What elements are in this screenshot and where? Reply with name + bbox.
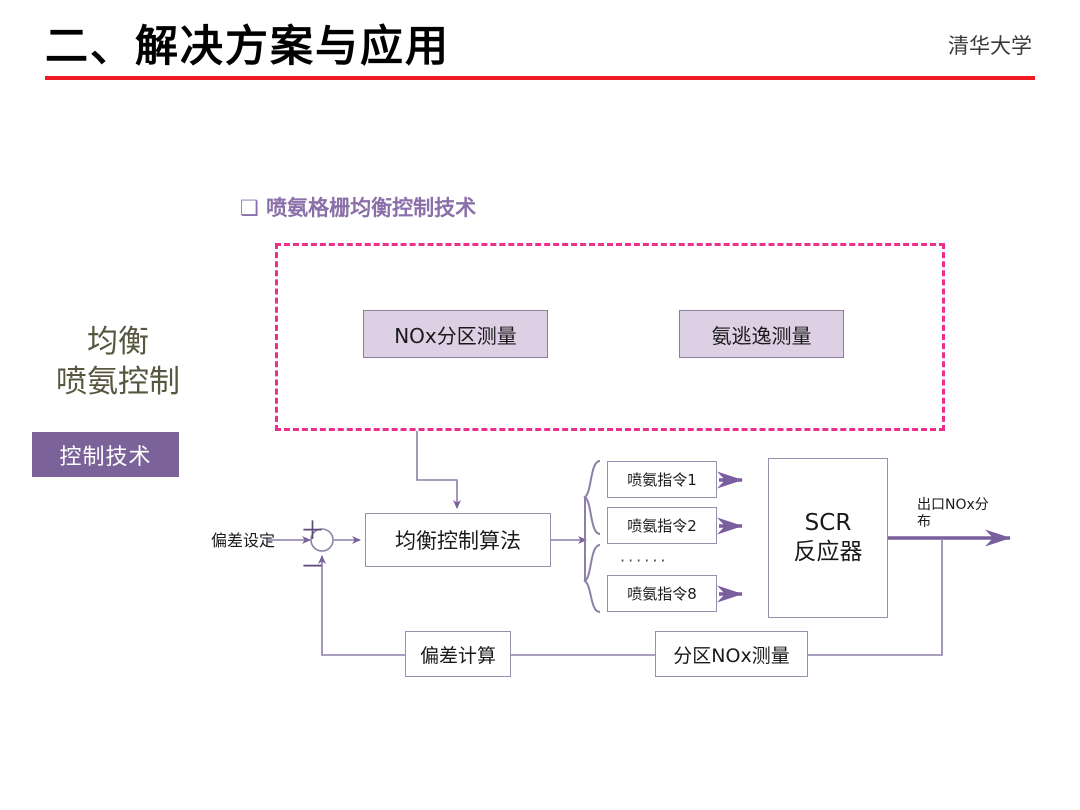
measure-box-nox-zone: NOx分区测量: [363, 310, 548, 358]
organization-name: 清华大学: [948, 34, 1032, 58]
section-subtitle: ❑ 喷氨格栅均衡控制技术: [240, 196, 477, 220]
box-zone-nox-measurement: 分区NOx测量: [655, 631, 808, 677]
label-outlet-nox-distribution: 出口NOx分布: [917, 497, 989, 530]
left-panel-heading: 均衡 喷氨控制: [56, 324, 180, 400]
page-title: 二、解决方案与应用: [45, 22, 450, 72]
label-deviation-setpoint: 偏差设定: [211, 531, 276, 550]
box-ammonia-command-1: 喷氨指令1: [607, 461, 717, 498]
header-divider: [45, 76, 1035, 80]
box-balance-control-algorithm: 均衡控制算法: [365, 513, 551, 567]
box-deviation-calculation: 偏差计算: [405, 631, 511, 677]
box-ammonia-command-8: 喷氨指令8: [607, 575, 717, 612]
summing-junction-plus-sign: ＋: [300, 516, 326, 545]
summing-junction-minus-sign: －: [300, 552, 326, 581]
command-list-ellipsis: ······: [620, 551, 669, 570]
box-scr-reactor: SCR 反应器: [768, 458, 888, 618]
measurement-group-outline: [275, 243, 945, 431]
box-ammonia-command-2: 喷氨指令2: [607, 507, 717, 544]
measure-box-ammonia-slip: 氨逃逸测量: [679, 310, 844, 358]
control-technology-badge: 控制技术: [32, 432, 179, 477]
